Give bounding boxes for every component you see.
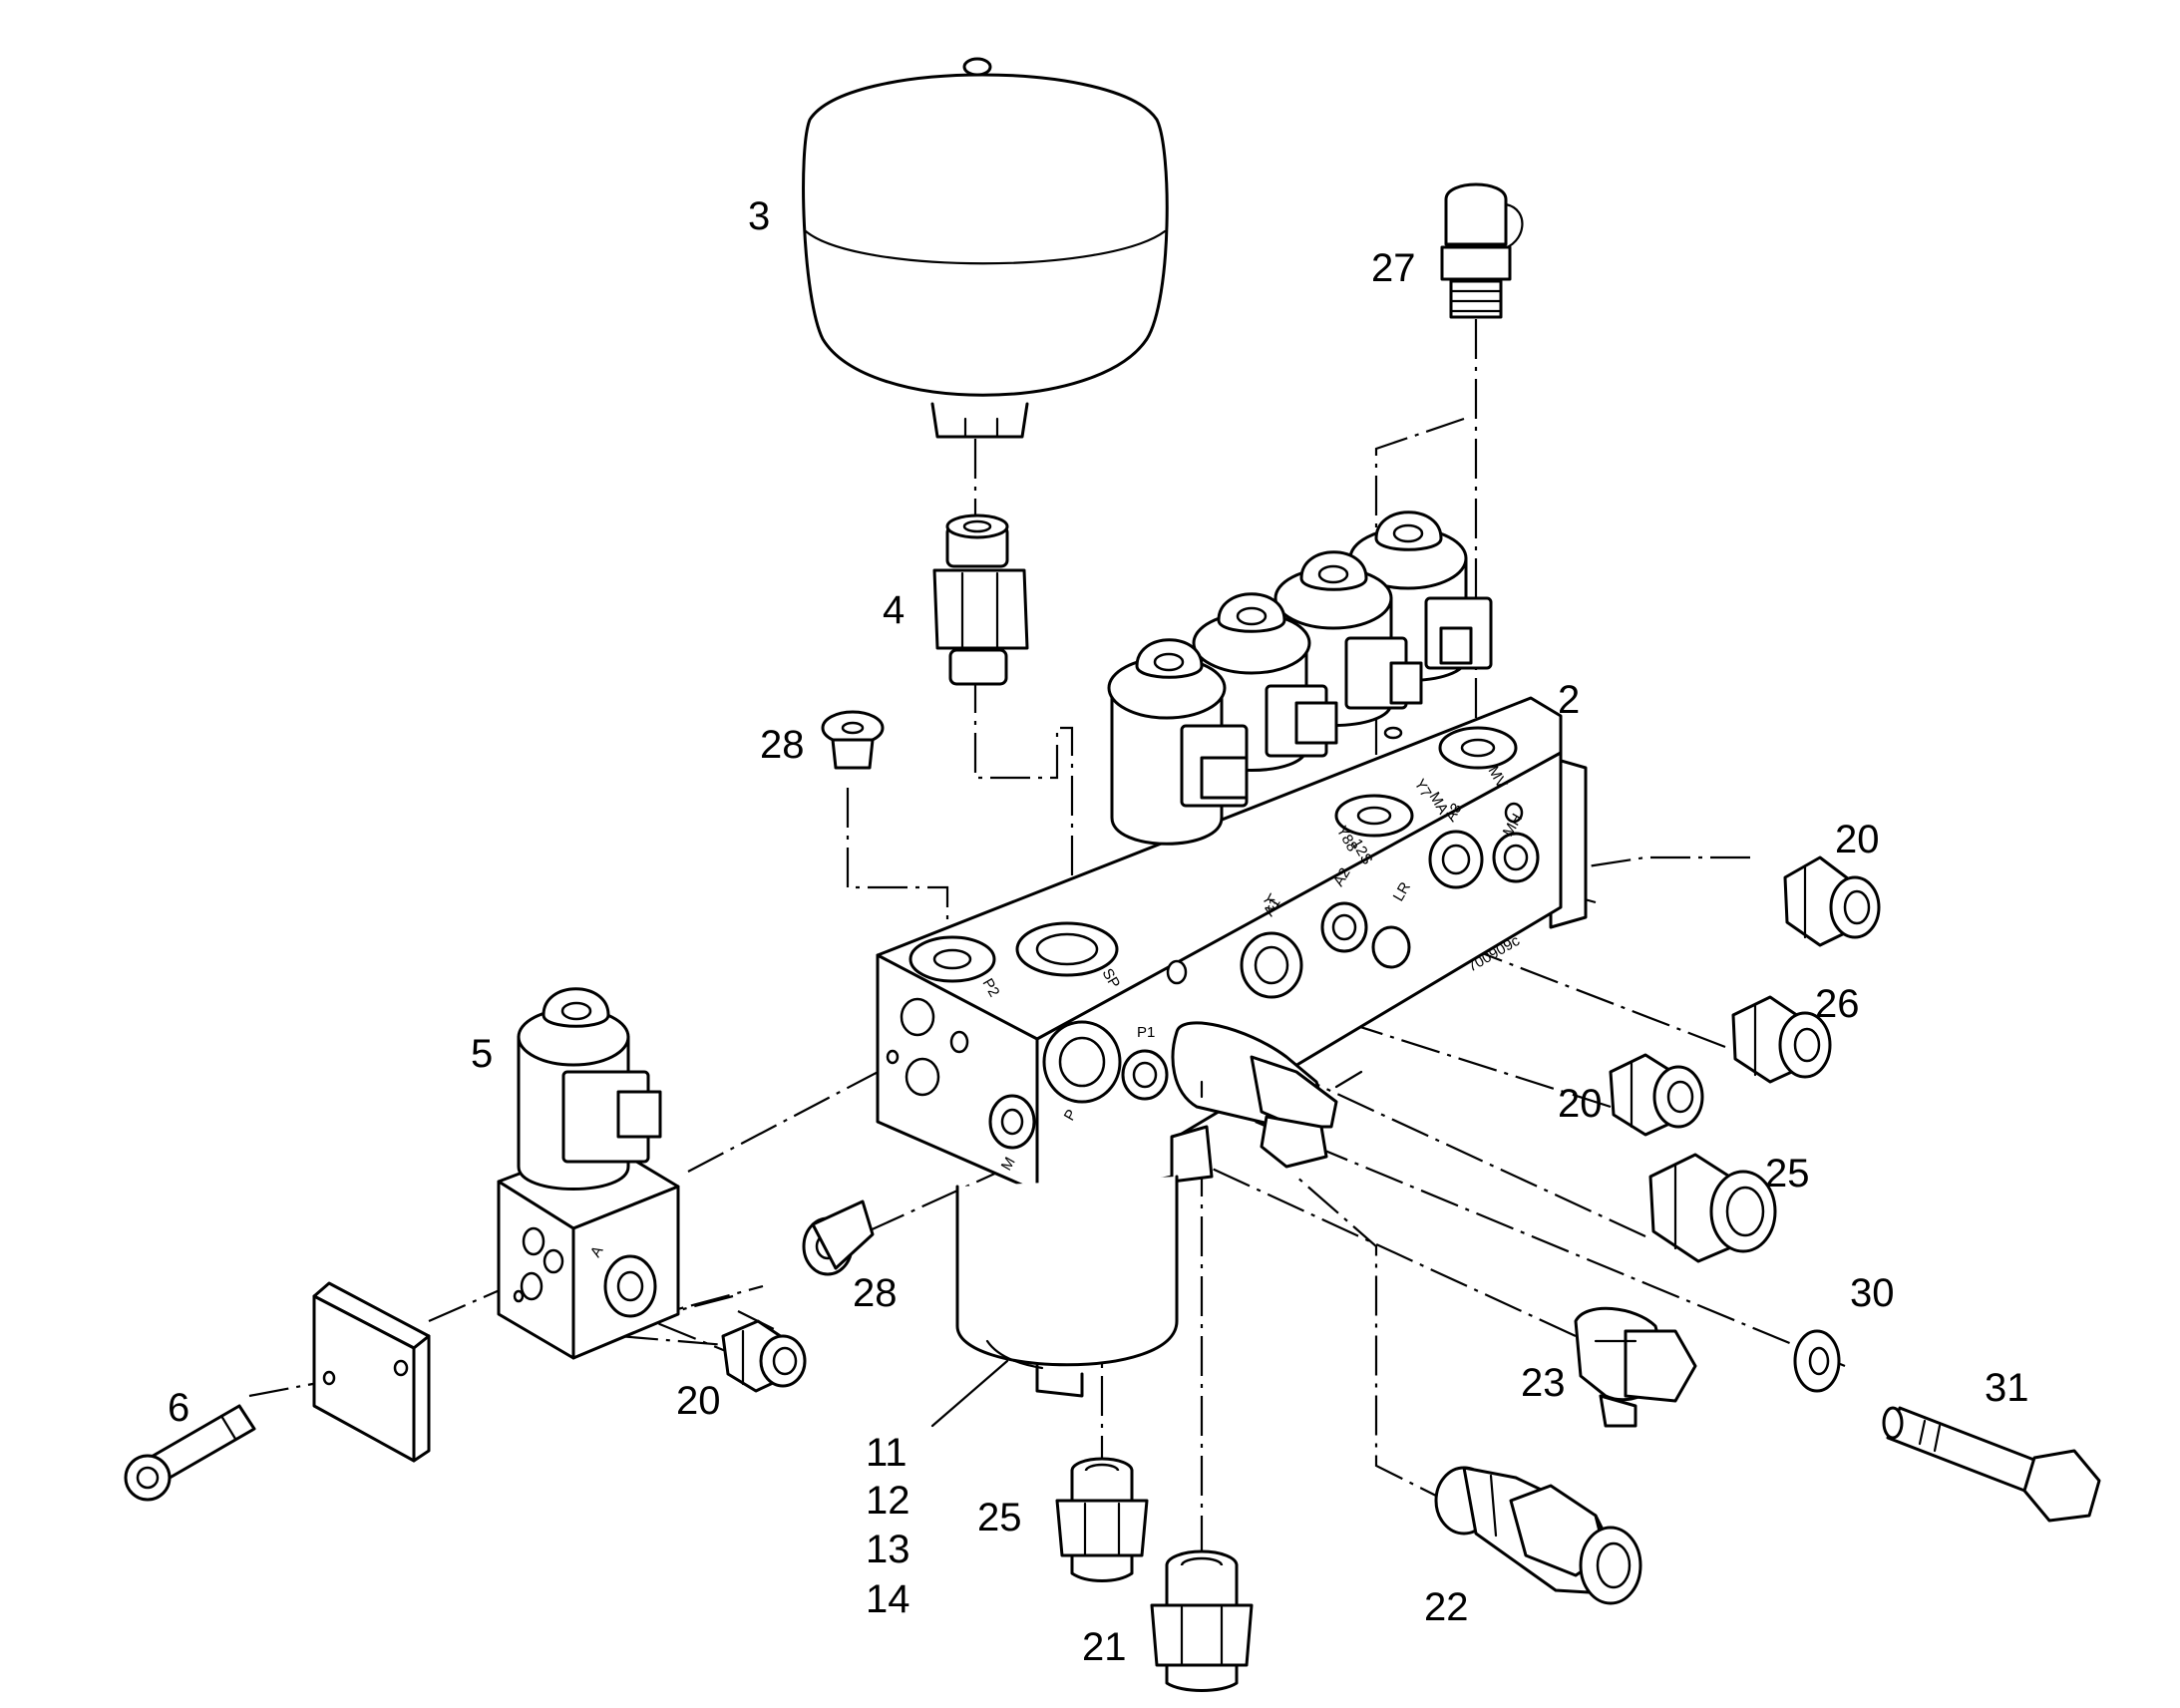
leader-line-11	[930, 1359, 1009, 1428]
solenoid-valves-on-block[interactable]	[1107, 511, 1493, 846]
callout-28-bottom: 28	[853, 1271, 898, 1315]
callout-25-bottom: 25	[977, 1496, 1022, 1539]
callout-13: 13	[866, 1528, 910, 1571]
accumulator-part-3[interactable]	[802, 57, 1169, 439]
port-label-a3: A3	[1442, 801, 1466, 825]
fitting-part-25-bottom[interactable]	[1055, 1457, 1149, 1582]
callout-20-middle-right: 20	[1558, 1082, 1603, 1126]
check-valve-part-22[interactable]	[1434, 1466, 1642, 1605]
plug-part-28-bottom[interactable]	[802, 1199, 875, 1276]
pressure-sensor-part-27[interactable]	[1440, 182, 1524, 319]
callout-25-right: 25	[1765, 1152, 1810, 1196]
screw-part-6[interactable]	[124, 1404, 256, 1502]
callout-3: 3	[748, 194, 770, 238]
callout-28-top: 28	[760, 723, 805, 767]
callout-6: 6	[168, 1386, 189, 1430]
fitting-part-25-right[interactable]	[1648, 1153, 1777, 1263]
callout-23: 23	[1521, 1361, 1566, 1405]
callout-20-left: 20	[676, 1379, 721, 1423]
callout-5: 5	[471, 1032, 493, 1076]
callout-31: 31	[1985, 1366, 2029, 1410]
fitting-part-21[interactable]	[1150, 1549, 1254, 1692]
callout-21: 21	[1082, 1625, 1127, 1669]
callout-22: 22	[1424, 1585, 1469, 1629]
filter-part-11-14[interactable]	[955, 1175, 1179, 1398]
cover-plate[interactable]	[312, 1281, 431, 1463]
fitting-part-20-left[interactable]	[721, 1319, 807, 1393]
washer-part-30[interactable]	[1793, 1329, 1841, 1393]
adapter-part-4[interactable]	[932, 513, 1029, 686]
fitting-part-20-middle-right[interactable]	[1609, 1053, 1704, 1137]
callout-2: 2	[1558, 678, 1580, 722]
port-label-a1: A1	[1261, 895, 1284, 919]
callout-30: 30	[1850, 1271, 1895, 1315]
port-label-y3: Y3	[1259, 891, 1282, 915]
fitting-part-20-upper-right[interactable]	[1783, 855, 1881, 947]
solenoid-valve-part-5[interactable]	[497, 987, 680, 1360]
callout-numbers: 3 27 4 2 28 20 26 5 20 25 28 30 31 23 6 …	[168, 194, 2029, 1669]
callout-14: 14	[866, 1577, 910, 1621]
plug-part-28-top[interactable]	[821, 710, 885, 770]
bolt-part-31[interactable]	[1882, 1406, 2101, 1523]
front-face-ports	[1042, 802, 1540, 1104]
port-label-a2: A2	[1330, 865, 1354, 889]
callout-11: 11	[866, 1431, 908, 1475]
top-face-ports	[908, 726, 1518, 983]
callout-4: 4	[883, 588, 905, 632]
banjo-fitting-part-23[interactable]	[1574, 1306, 1697, 1428]
check-valve-on-block[interactable]	[1171, 1021, 1363, 1169]
end-face-ports	[886, 997, 1036, 1150]
fitting-part-26[interactable]	[1731, 995, 1832, 1084]
callout-26: 26	[1815, 982, 1860, 1026]
port-label-p2: P2	[979, 976, 1003, 1000]
callout-12: 12	[866, 1479, 910, 1523]
callout-27: 27	[1371, 246, 1416, 290]
port-label-p1: P1	[1137, 1024, 1155, 1041]
port-label-y7: Y7	[1411, 777, 1435, 801]
callout-20-upper-right: 20	[1835, 818, 1880, 861]
